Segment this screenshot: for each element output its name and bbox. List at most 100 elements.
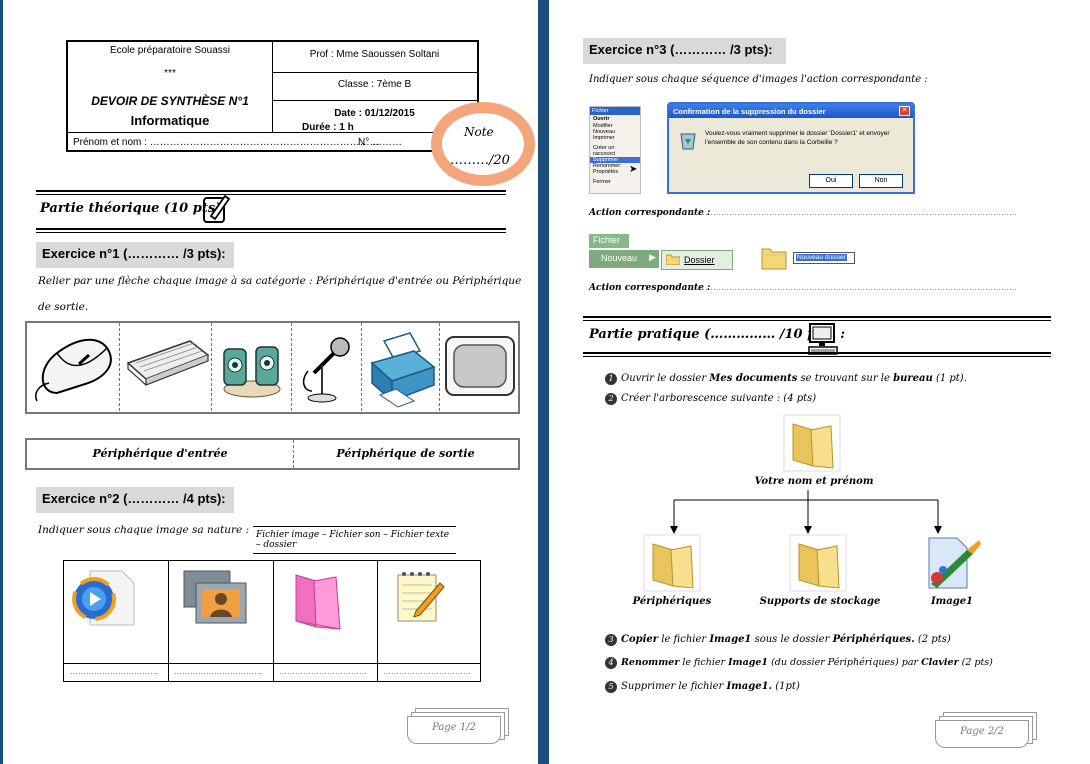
new-folder-label[interactable]: Nouveau dossier bbox=[793, 252, 855, 264]
media-file-icon bbox=[70, 565, 140, 629]
divider bbox=[583, 352, 1051, 357]
dialog-message-line1: Voulez-vous vraiment supprimer le dossie… bbox=[705, 130, 890, 137]
nouveau-menu-item[interactable]: Nouveau bbox=[589, 250, 659, 268]
class-label: Classe : 7ème B bbox=[337, 79, 412, 90]
page-number-2: Page 2/2 bbox=[935, 712, 1039, 750]
keyboard-cell bbox=[119, 323, 211, 411]
ex2-instruction: Indiquer sous chaque image sa nature : bbox=[38, 524, 250, 536]
divider bbox=[36, 228, 506, 233]
page-number-label: Page 1/2 bbox=[432, 722, 476, 733]
dialog-message-line2: l'ensemble de son contenu dans la Corbei… bbox=[705, 139, 838, 146]
computer-icon bbox=[807, 322, 839, 356]
recycle-bin-icon bbox=[679, 130, 697, 150]
ex1-instruction-line2: de sortie. bbox=[38, 301, 89, 313]
exercise-3-title: Exercice n°3 (………… /3 pts): bbox=[583, 38, 786, 64]
tree-child-2-label: Supports de stockage bbox=[759, 596, 881, 607]
note-label: Note bbox=[464, 125, 494, 139]
divider bbox=[583, 316, 1051, 321]
exam-date: Date : 01/12/2015 bbox=[334, 108, 415, 119]
monitor-cell bbox=[439, 323, 520, 411]
page-2: Exercice n°3 (………… /3 pts): Indiquer sou… bbox=[549, 0, 1090, 764]
image-file-paint-icon bbox=[923, 534, 983, 592]
answer-dots-4: …………………………… bbox=[383, 667, 471, 676]
fichier-menu[interactable]: Fichier bbox=[589, 234, 629, 248]
student-number-field: N° ……… bbox=[358, 137, 402, 148]
menu-item-open[interactable]: Ouvrir bbox=[593, 116, 610, 122]
devices-strip bbox=[25, 321, 520, 414]
school-name: Ecole préparatoire Souassi bbox=[109, 45, 231, 56]
ex2-options: Fichier image – Fichier son – Fichier te… bbox=[253, 526, 456, 554]
menu-item-edit[interactable]: Modifier bbox=[593, 123, 613, 129]
new-folder-icon bbox=[761, 244, 787, 270]
mouse-icon bbox=[35, 338, 112, 402]
mouse-cell bbox=[27, 323, 119, 411]
dialog-yes-button[interactable]: Oui bbox=[809, 174, 853, 188]
answer-dots-3: …………………………… bbox=[279, 667, 367, 676]
context-menu: Fichier Ouvrir Modifier Nouveau Imprimer… bbox=[589, 106, 641, 194]
divider bbox=[36, 190, 506, 195]
output-device-label: Périphérique de sortie bbox=[336, 447, 475, 460]
note-value: ………/20 bbox=[450, 153, 510, 168]
ex1-instruction: Relier par une flèche chaque image à sa … bbox=[38, 275, 522, 287]
menu-item-properties[interactable]: Propriétés bbox=[593, 169, 619, 175]
menu-item-shortcut[interactable]: Créer un raccourci bbox=[593, 145, 616, 157]
student-name-field: Prénom et nom : …………………………………………………………… bbox=[73, 137, 380, 148]
tree-connectors bbox=[670, 490, 942, 534]
keyboard-icon bbox=[126, 340, 210, 386]
ex3-instruction: Indiquer sous chaque séquence d'images l… bbox=[589, 74, 928, 85]
printer-icon bbox=[370, 332, 436, 408]
menu-header: Fichier bbox=[590, 107, 640, 115]
speakers-icon bbox=[223, 346, 281, 398]
theory-title: Partie théorique (10 pts) bbox=[40, 201, 222, 216]
new-folder-text: Nouveau dossier bbox=[796, 254, 847, 261]
menu-item-delete[interactable]: Supprimer bbox=[590, 157, 640, 163]
microphone-cell bbox=[291, 323, 361, 411]
menu-item-print[interactable]: Imprimer bbox=[593, 135, 615, 141]
menu-item-rename[interactable]: Renommer bbox=[593, 163, 621, 169]
note-circle: Note ………/20 bbox=[431, 102, 535, 186]
exam-duration: Durée : 1 h bbox=[302, 122, 354, 133]
monitor-icon bbox=[445, 336, 515, 396]
supports-folder-icon bbox=[789, 534, 847, 592]
file-types-table: …………………………… …………………………… …………………………… …………… bbox=[63, 560, 481, 682]
page-number-label: Page 2/2 bbox=[960, 726, 1004, 737]
answer-dots-2: …………………………… bbox=[174, 667, 262, 676]
dialog-no-button[interactable]: Non bbox=[859, 174, 903, 188]
menu-item-close[interactable]: Fermer bbox=[593, 179, 611, 185]
exam-title: DEVOIR DE SYNTHÈSE N°1 bbox=[91, 94, 249, 108]
action-label-1: Action correspondante : bbox=[589, 208, 711, 218]
pencil-icon bbox=[201, 192, 231, 226]
dossier-menu-item[interactable]: Dossier bbox=[661, 250, 733, 270]
action-dots-2: …………………………………………………………………………………………………………… bbox=[689, 283, 1017, 292]
tree-root-label: Votre nom et prénom bbox=[754, 476, 874, 487]
peripheriques-folder-icon bbox=[643, 534, 701, 592]
header-box: Ecole préparatoire Souassi *** DEVOIR DE… bbox=[66, 40, 479, 152]
delete-confirm-dialog: Confirmation de la suppression du dossie… bbox=[667, 102, 915, 194]
submenu-arrow-icon: ▶ bbox=[649, 252, 656, 262]
action-dots-1: …………………………………………………………………………………………………………… bbox=[689, 208, 1017, 217]
action-label-2: Action correspondante : bbox=[589, 283, 711, 293]
microphone-icon bbox=[302, 337, 350, 403]
exercise-1-title: Exercice n°1 (………… /3 pts): bbox=[36, 242, 234, 268]
practical-title: Partie pratique (…………… /10 pts) : bbox=[589, 327, 846, 342]
categories-box: Périphérique d'entrée Périphérique de so… bbox=[25, 438, 520, 470]
tree-child-3-label: Image1 bbox=[930, 596, 974, 607]
answer-dots-1: …………………………… bbox=[70, 667, 158, 676]
teacher-name: Prof : Mme Saoussen Soltani bbox=[309, 49, 440, 60]
subject: Informatique bbox=[130, 113, 210, 128]
printer-cell bbox=[361, 323, 439, 411]
text-file-icon bbox=[390, 567, 450, 627]
exercise-2-title: Exercice n°2 (………… /4 pts): bbox=[36, 487, 234, 513]
speakers-cell bbox=[211, 323, 291, 411]
root-folder-icon bbox=[783, 414, 841, 472]
close-icon[interactable]: ✕ bbox=[899, 106, 910, 116]
cursor-icon: ➤ bbox=[629, 164, 638, 175]
tree-child-1-label: Périphériques bbox=[632, 596, 712, 607]
folder-icon bbox=[286, 567, 352, 633]
menu-item-new[interactable]: Nouveau bbox=[593, 129, 616, 135]
